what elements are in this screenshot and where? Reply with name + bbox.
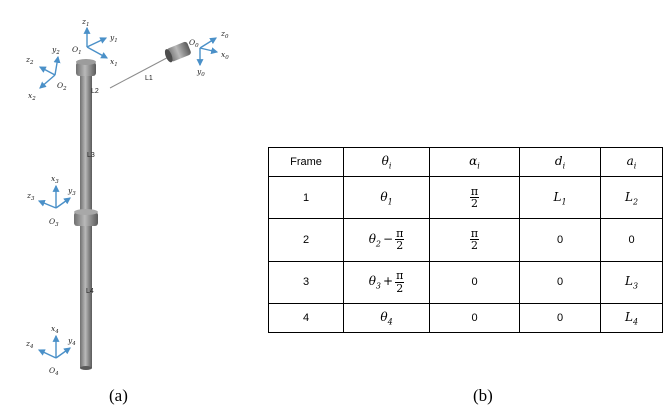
cell-frame: 2 (268, 218, 344, 262)
header-frame: Frame (268, 146, 344, 178)
header-theta: θi (343, 146, 430, 178)
cell-a: L3 (600, 260, 663, 304)
coordinate-frame-1: O1 z1 y1 x1 (72, 17, 118, 68)
cell-a: L4 (600, 302, 663, 334)
cell-theta: θ4 (343, 302, 430, 334)
coordinate-frame-4: O4 x4 z4 y4 (25, 324, 76, 377)
axis-label: y1 (109, 33, 118, 44)
cell-d: 0 (519, 302, 601, 334)
header-d: di (519, 146, 601, 178)
segment-label-l3: L3 (87, 152, 95, 159)
origin-label: O3 (49, 217, 59, 228)
robot-arm-diagram: L1 L2 L3 L4 O0 z0 x0 y0 O1 z1 y1 x1 O2 z… (25, 17, 229, 377)
axis-label: z4 (25, 339, 34, 350)
axis-label: y3 (67, 186, 76, 197)
table-header-row: Frame θi αi di ai (268, 146, 663, 178)
segment-label-l1: L1 (145, 75, 153, 82)
origin-label: O1 (72, 45, 82, 56)
axis-label: y4 (67, 336, 76, 347)
axis-label: x4 (51, 324, 59, 335)
header-a: ai (600, 146, 663, 178)
caption-b: (b) (473, 386, 493, 405)
table-row: 4 θ4 0 0 L4 (268, 302, 663, 334)
caption-a: (a) (109, 386, 128, 405)
cell-d: L1 (519, 176, 601, 220)
origin-label: O2 (57, 81, 67, 92)
cell-frame: 4 (268, 302, 344, 334)
coordinate-frame-0: O0 z0 x0 y0 (189, 29, 229, 78)
cell-alpha: 0 (429, 302, 520, 334)
axis-label: z0 (220, 29, 229, 40)
cell-frame: 1 (268, 176, 344, 220)
axis-label: z2 (25, 55, 34, 66)
cell-theta: θ1 (343, 176, 430, 220)
axis-label: z1 (81, 17, 89, 28)
axis-label: z3 (26, 191, 35, 202)
axis-label: x0 (221, 50, 229, 61)
axis-label: y2 (51, 45, 60, 56)
robot-body (74, 41, 191, 370)
header-alpha: αi (429, 146, 520, 178)
segment-label-l2: L2 (91, 88, 99, 95)
cell-a: L2 (600, 176, 663, 220)
origin-label: O4 (49, 366, 59, 377)
coordinate-frame-2: O2 z2 y2 x2 (25, 45, 67, 102)
coordinate-frame-3: O3 x3 z3 y3 (26, 174, 76, 228)
cell-a: 0 (600, 218, 663, 262)
segment-label-l4: L4 (86, 288, 94, 295)
axis-label: x1 (110, 57, 118, 68)
cell-d: 0 (519, 260, 601, 304)
cell-frame: 3 (268, 260, 344, 304)
cell-d: 0 (519, 218, 601, 262)
cell-alpha: 0 (429, 260, 520, 304)
axis-label: x2 (28, 91, 36, 102)
origin-label: O0 (189, 38, 199, 49)
axis-label: x3 (51, 174, 59, 185)
axis-label: y0 (196, 67, 205, 78)
